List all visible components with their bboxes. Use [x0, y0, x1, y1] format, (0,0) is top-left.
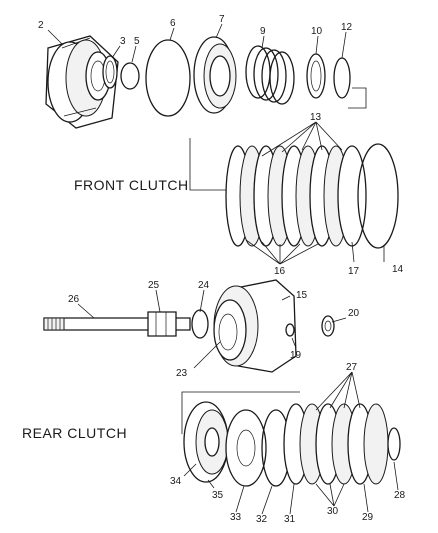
thrust-washer [321, 315, 335, 337]
callout-28: 28 [394, 490, 406, 501]
callout-3: 3 [120, 36, 126, 47]
spring-retainer [306, 53, 326, 99]
input-shaft [43, 311, 191, 337]
callout-27: 27 [346, 362, 358, 373]
return-springs [245, 45, 295, 105]
callout-15: 15 [296, 290, 308, 301]
front-clutch-piston [193, 36, 237, 114]
callout-16: 16 [274, 266, 286, 277]
rear-clutch-retainer [213, 279, 297, 373]
callout-29: 29 [362, 512, 374, 523]
o-ring-5 [120, 62, 140, 90]
callout-6: 6 [170, 18, 176, 29]
snap-ring-19 [285, 323, 295, 337]
callout-23: 23 [176, 368, 188, 379]
callout-25: 25 [148, 280, 160, 291]
snap-ring-28 [387, 427, 401, 461]
pressure-plate-33 [225, 409, 267, 487]
callout-35: 35 [212, 490, 224, 501]
callout-9: 9 [260, 26, 266, 37]
callout-20: 20 [348, 308, 360, 319]
snap-ring-12 [333, 57, 351, 99]
rear-clutch-pack [283, 403, 389, 485]
front-clutch-retainer [45, 35, 119, 129]
callouts: 2 3 5 6 7 9 10 12 13 14 15 16 17 19 20 2… [38, 14, 406, 525]
callout-14: 14 [392, 264, 404, 275]
callout-7: 7 [219, 14, 225, 25]
callout-34: 34 [170, 476, 182, 487]
callout-12: 12 [341, 22, 353, 33]
callout-5: 5 [134, 36, 140, 47]
callout-24: 24 [198, 280, 210, 291]
callout-10: 10 [311, 26, 323, 37]
o-ring-24 [191, 309, 209, 339]
callout-17: 17 [348, 266, 360, 277]
callout-31: 31 [284, 514, 296, 525]
leader-lines [47, 23, 399, 515]
callout-33: 33 [230, 512, 242, 523]
seal-ring-6 [145, 39, 191, 117]
callout-2: 2 [38, 20, 44, 31]
callout-32: 32 [256, 514, 268, 525]
front-clutch-pack [225, 145, 367, 247]
front-clutch-label: FRONT CLUTCH [74, 177, 189, 193]
callout-19: 19 [290, 350, 302, 361]
front-clutch-seal [102, 55, 118, 89]
rear-clutch-label: REAR CLUTCH [22, 425, 127, 441]
callout-13: 13 [310, 112, 322, 123]
rear-clutch-piston [183, 401, 229, 483]
snap-ring-14 [357, 143, 399, 249]
callout-26: 26 [68, 294, 80, 305]
callout-30: 30 [327, 506, 339, 517]
